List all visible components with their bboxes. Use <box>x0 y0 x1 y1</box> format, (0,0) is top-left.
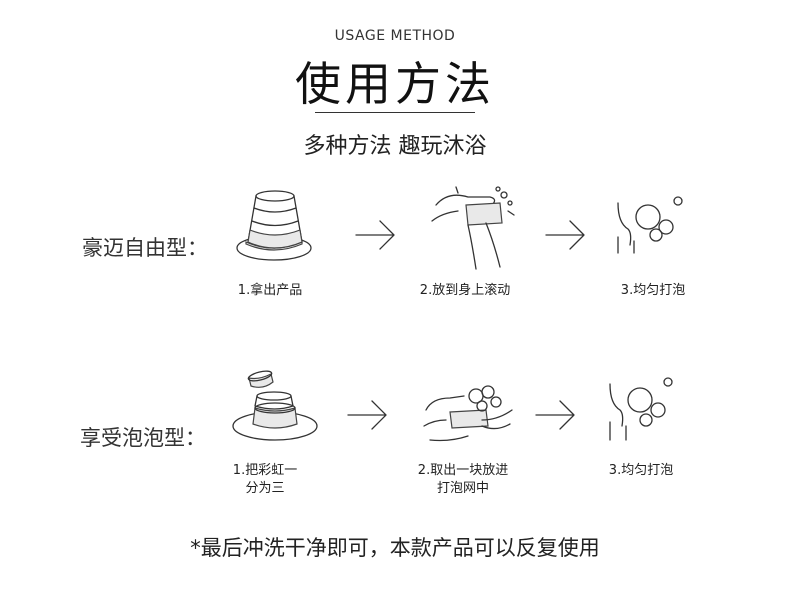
tagline: 多种方法 趣玩沐浴 <box>303 134 487 159</box>
hands-net-icon <box>423 385 513 442</box>
footnote: *最后冲洗干净即可，本款产品可以反复使用 <box>190 536 600 560</box>
subtitle-english: USAGE METHOD <box>334 28 456 44</box>
step-caption-line1: 1.把彩虹一 <box>232 463 298 478</box>
arrow-right-icon <box>355 220 395 250</box>
row-label-bubble-style: 享受泡泡型： <box>80 426 206 450</box>
page-title: 使用方法 <box>295 57 495 111</box>
split-soap-icon <box>232 370 318 441</box>
step-caption: 3.均匀打泡 <box>608 463 674 478</box>
step-caption: 1.拿出产品 <box>237 283 303 298</box>
step-caption: 2.放到身上滚动 <box>419 283 511 298</box>
step-caption-line2: 打泡网中 <box>436 481 489 496</box>
step-caption: 3.均匀打泡 <box>620 283 686 298</box>
step-caption-line2: 分为三 <box>245 481 285 496</box>
step-caption-line1: 2.取出一块放进 <box>417 463 509 478</box>
row-label-free-style: 豪迈自由型： <box>82 236 208 260</box>
arrow-right-icon <box>545 220 585 250</box>
soap-cup-icon <box>236 190 312 261</box>
body-bubbles-icon <box>617 196 683 254</box>
title-underline <box>315 112 475 113</box>
arrow-right-icon <box>535 400 575 430</box>
body-bubbles-icon <box>609 377 673 441</box>
arrow-right-icon <box>347 400 387 430</box>
hands-rolling-icon <box>431 186 515 270</box>
